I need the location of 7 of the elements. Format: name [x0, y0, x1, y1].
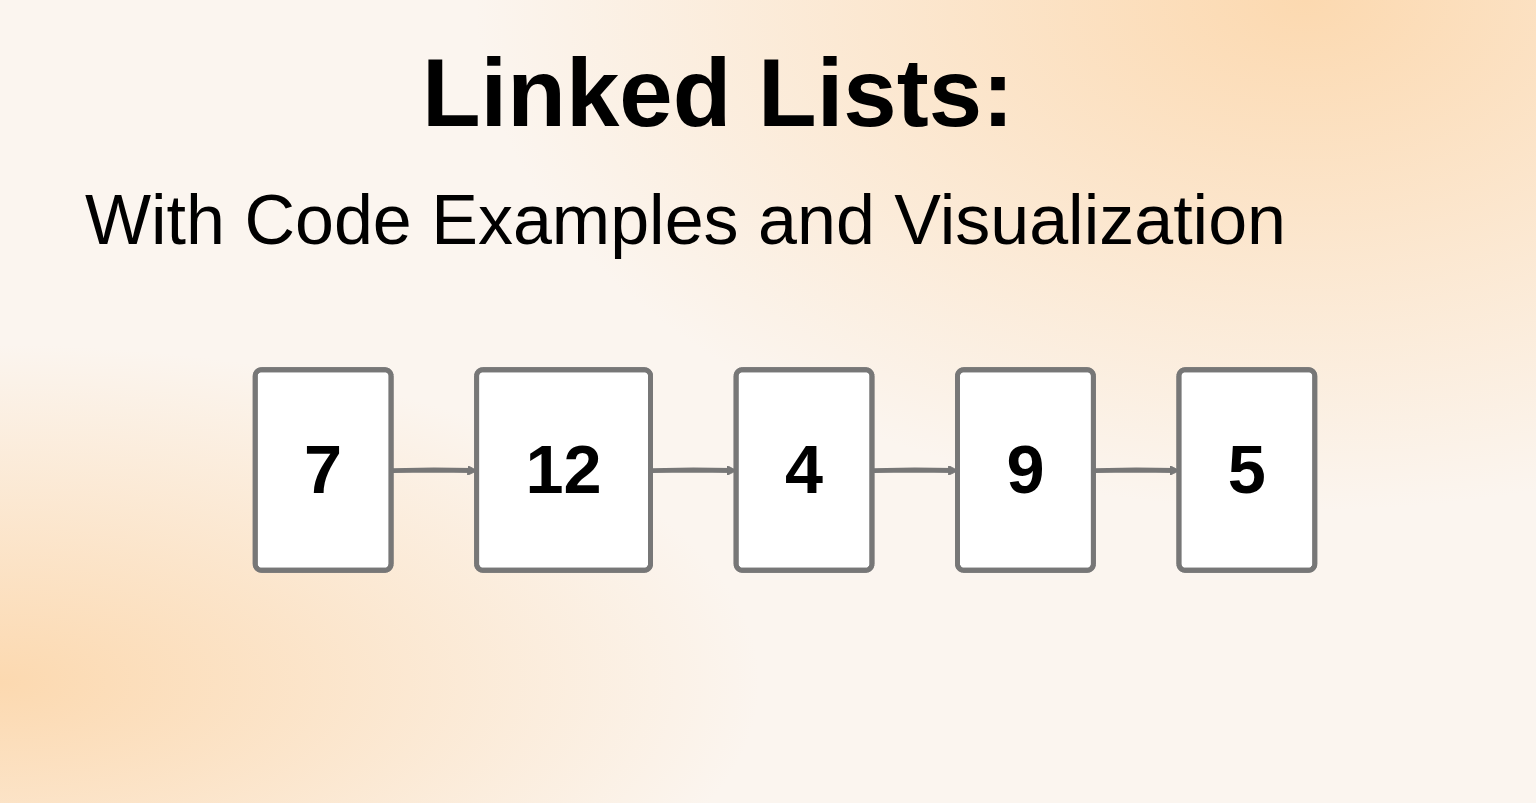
list-node-box: 7 — [252, 367, 394, 573]
list-node-box: 4 — [733, 367, 875, 573]
subtitle: With Code Examples and Visualization — [85, 180, 1286, 260]
list-node-box: 5 — [1176, 367, 1318, 573]
title: Linked Lists: — [421, 38, 1015, 148]
list-node-box: 12 — [474, 367, 653, 573]
list-node-box: 9 — [955, 367, 1096, 573]
